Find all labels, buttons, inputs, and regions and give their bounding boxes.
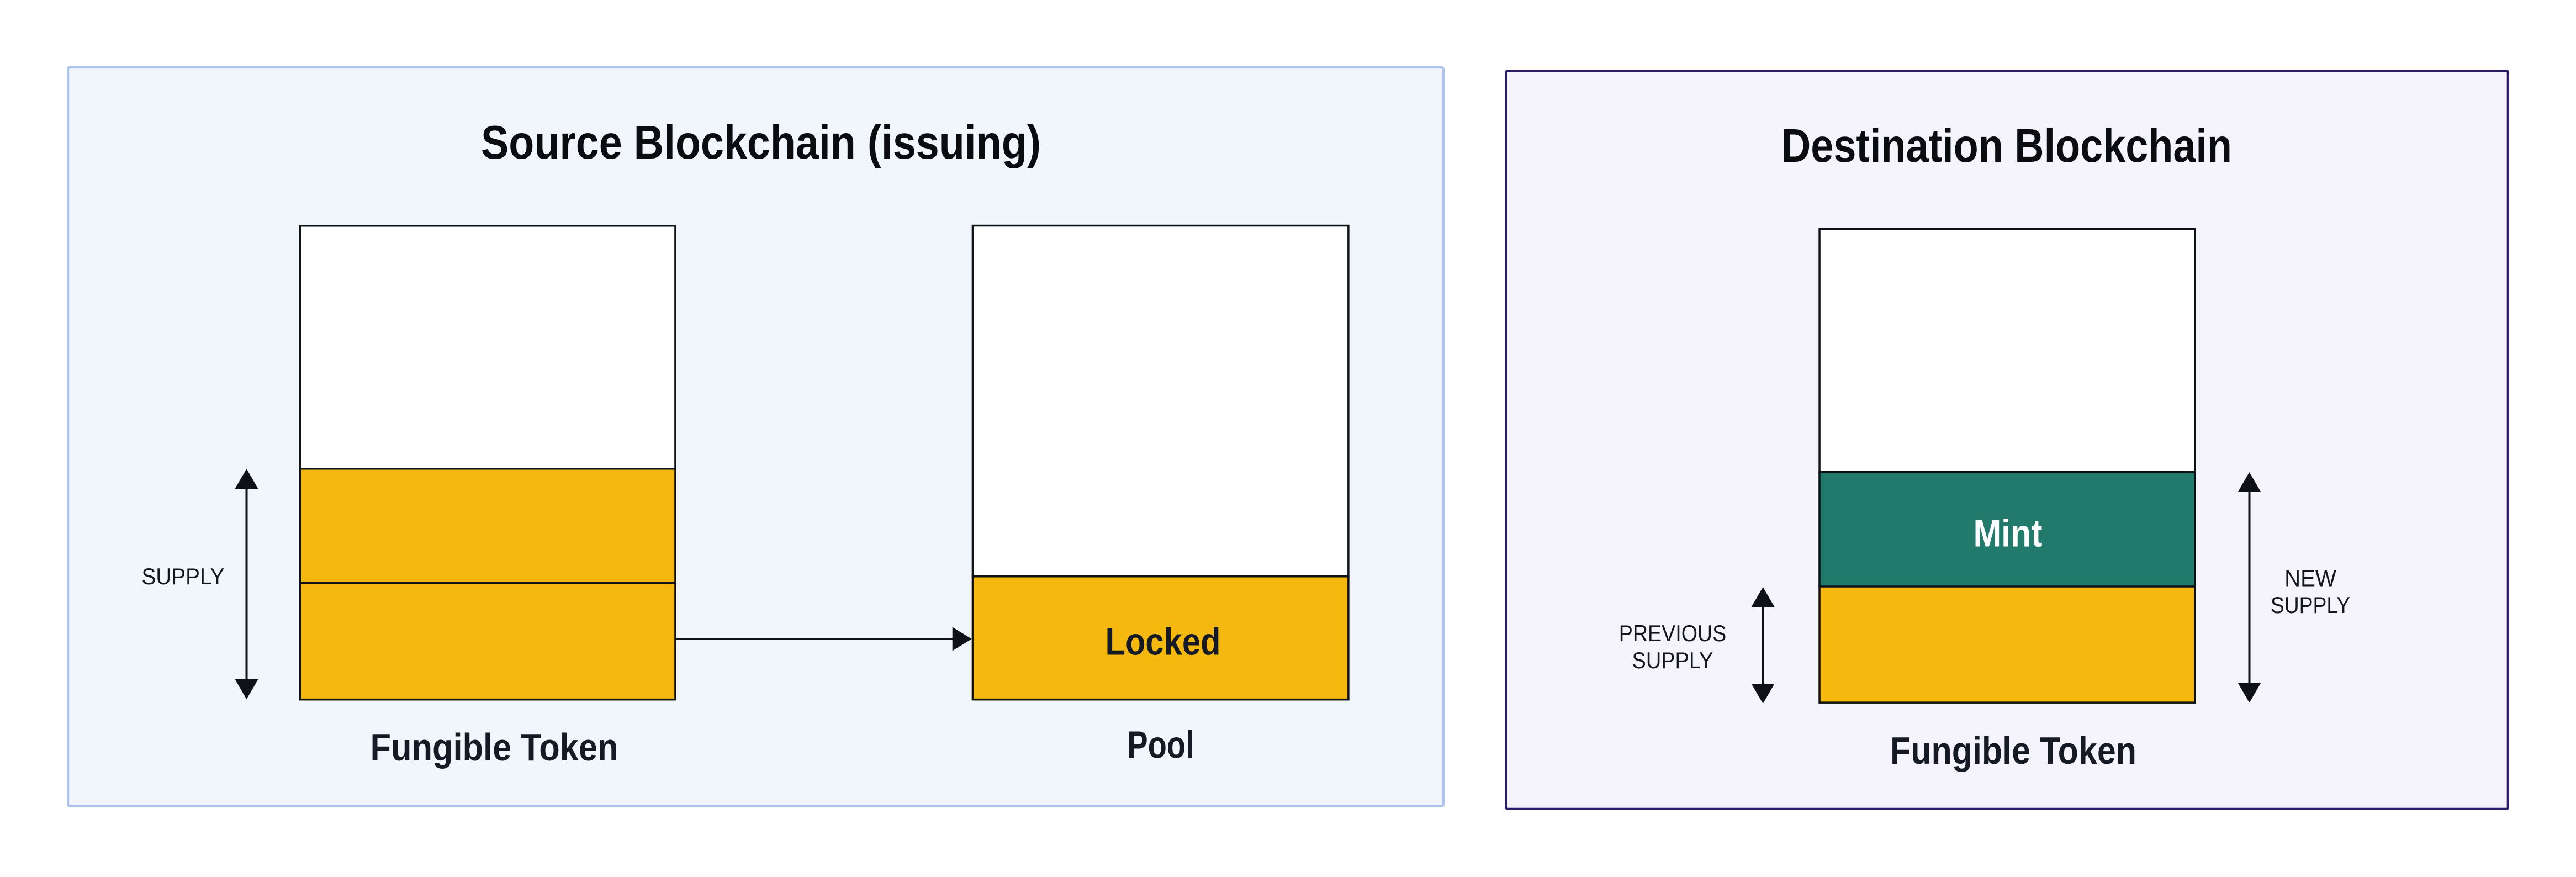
svg-text:Fungible Token: Fungible Token — [1890, 729, 2136, 772]
svg-text:Fungible Token: Fungible Token — [371, 726, 618, 769]
svg-text:SUPPLY: SUPPLY — [142, 563, 225, 589]
svg-text:PREVIOUS: PREVIOUS — [1619, 620, 1727, 646]
svg-text:Mint: Mint — [1974, 512, 2043, 555]
svg-text:SUPPLY: SUPPLY — [1632, 647, 1713, 673]
svg-text:Pool: Pool — [1127, 723, 1194, 767]
svg-text:Source Blockchain (issuing): Source Blockchain (issuing) — [481, 117, 1041, 169]
svg-text:NEW: NEW — [2284, 565, 2336, 591]
svg-text:SUPPLY: SUPPLY — [2271, 592, 2350, 618]
svg-text:Locked: Locked — [1105, 620, 1221, 663]
svg-text:Destination Blockchain: Destination Blockchain — [1781, 120, 2232, 172]
